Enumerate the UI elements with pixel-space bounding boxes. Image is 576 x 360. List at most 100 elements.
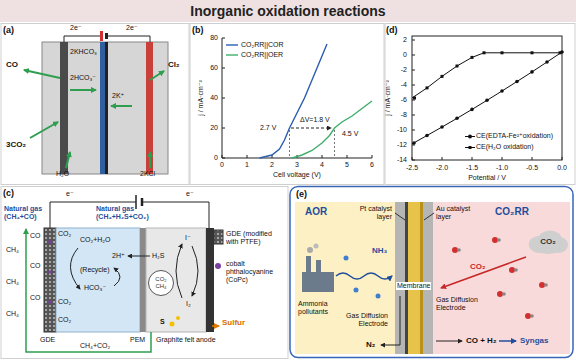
label-anchor: 3 <box>295 161 299 169</box>
label-anchor: Syngas <box>520 336 548 345</box>
label-text: -0.5 <box>526 164 538 172</box>
panel-c-cell <box>192 246 198 296</box>
label-text: Cell voltage (V) <box>273 171 321 179</box>
panel-frames <box>1 24 575 359</box>
label-text: 2 <box>270 161 274 169</box>
label-text: 2e⁻ <box>126 24 137 32</box>
panel-d-chart <box>412 52 562 144</box>
label-anchor: Ammonia pollutants <box>298 300 344 316</box>
label-anchor: 20 <box>210 124 218 132</box>
label-text: 20 <box>210 124 218 132</box>
label-anchor: I₂ <box>186 300 191 308</box>
region-box: CO₂RRCO₂ <box>433 202 570 354</box>
panel-e-cell <box>336 273 392 279</box>
label-text: Potential / V <box>468 174 506 182</box>
label-anchor: CO₂ <box>58 298 71 306</box>
label-text: CO₂ <box>470 262 486 271</box>
label-anchor: -1.5 <box>466 164 478 172</box>
panel-a-illustration <box>70 89 96 91</box>
label-anchor: 2e⁻ <box>126 24 137 32</box>
label-text: PEM <box>130 336 145 344</box>
panel-b-chart <box>222 38 372 158</box>
label-anchor: 2 <box>270 161 274 169</box>
label-text: 2H⁺ <box>112 252 125 260</box>
panel-a-illustration <box>146 42 153 174</box>
panel-e-cell <box>436 341 462 342</box>
label-text: CO <box>30 232 41 240</box>
label-anchor: -1.0 <box>496 164 508 172</box>
label-text: (e) <box>296 189 307 199</box>
panel-c-cell <box>44 228 56 332</box>
label-text: CH₄ <box>6 246 19 254</box>
panel-c-cell <box>141 198 144 206</box>
panel-c-cell <box>48 240 52 304</box>
panel-d-chart <box>483 51 486 54</box>
legend-anchor: CE(H₂O oxidation) <box>476 143 534 151</box>
panel-d-chart <box>545 60 549 64</box>
label-text: CO <box>6 60 18 69</box>
label-text: Graphite felt anode <box>156 336 216 344</box>
label-text: N₂ <box>366 340 375 349</box>
label-text: 2HCO₃⁻ <box>70 74 96 82</box>
panel-a-illustration <box>111 105 132 107</box>
panel-e-cell <box>499 340 516 342</box>
label-text: e⁻ <box>186 190 194 198</box>
panel-c-cell <box>114 268 120 286</box>
region-box: AOR <box>295 202 395 354</box>
label-text: 2KCl <box>140 170 155 178</box>
label-anchor: Au catalyst layer <box>436 205 480 221</box>
legend-text: GDE (modified with PTFE) <box>226 230 284 246</box>
label-text: 2 <box>403 36 407 44</box>
label-anchor: j / mA·cm⁻² <box>370 94 406 102</box>
label-anchor: NH₃ <box>372 246 387 255</box>
label-anchor: CH₄ <box>6 246 19 254</box>
panel-e-cell <box>395 213 434 220</box>
legend-text: CE(EDTA-Fe²⁺oxidation) <box>476 132 553 140</box>
label-anchor: 3CO₂ <box>6 140 26 149</box>
panel-c-cell <box>48 270 52 274</box>
node-text: CO₂ CH₄ <box>153 276 169 290</box>
panel-c-cell <box>214 230 223 244</box>
label-anchor: 2 <box>403 36 407 44</box>
panel-d-chart <box>559 51 562 54</box>
panel-e-cell <box>302 272 334 292</box>
panel-d-chart <box>413 51 562 99</box>
label-text: 60 <box>210 64 218 72</box>
label-text: Cl₂ <box>168 60 180 69</box>
label-text: 2e⁻ <box>70 24 81 32</box>
panel-e-cell <box>376 294 381 299</box>
label-anchor: Cell voltage (V) <box>273 171 321 179</box>
panel-d-chart <box>468 135 472 139</box>
panel-e-cell <box>314 244 319 249</box>
label-anchor: -6 <box>401 96 407 104</box>
label-text: Au catalyst layer <box>436 205 480 221</box>
label-anchor: CO + H₂ <box>466 336 496 345</box>
panel-d-chart <box>412 40 562 160</box>
label-anchor: 2K⁺ <box>112 92 124 100</box>
label-text: Natural gas (CH₄+CO) <box>4 205 46 221</box>
label-text: CO₂ <box>58 298 71 306</box>
panel-d-chart <box>485 99 489 103</box>
label-anchor: 2e⁻ <box>70 24 81 32</box>
label-anchor: 2KCl <box>140 170 155 178</box>
panel-frames <box>1 24 189 185</box>
panel-a-illustration <box>100 31 103 41</box>
legend-anchor: CE(EDTA-Fe²⁺oxidation) <box>476 132 553 140</box>
label-anchor: 2KHCO₃ <box>70 48 97 56</box>
panel-e-cell <box>433 202 570 354</box>
panel-d-chart <box>426 86 429 89</box>
panel-d-chart <box>413 97 416 100</box>
panel-d-chart <box>470 108 474 112</box>
label-anchor: CO <box>30 232 41 240</box>
label-text: CO <box>30 294 41 302</box>
label-text: (Recycle) <box>80 266 110 274</box>
panel-frames <box>190 24 384 185</box>
panel-c-cell <box>50 202 209 228</box>
label-anchor: e⁻ <box>186 190 194 198</box>
label-text: S <box>160 318 165 326</box>
panel-d-chart <box>471 56 474 59</box>
label-text: -10 <box>397 126 407 134</box>
label-anchor: 0 <box>403 51 407 59</box>
panel-a-illustration <box>60 42 68 174</box>
